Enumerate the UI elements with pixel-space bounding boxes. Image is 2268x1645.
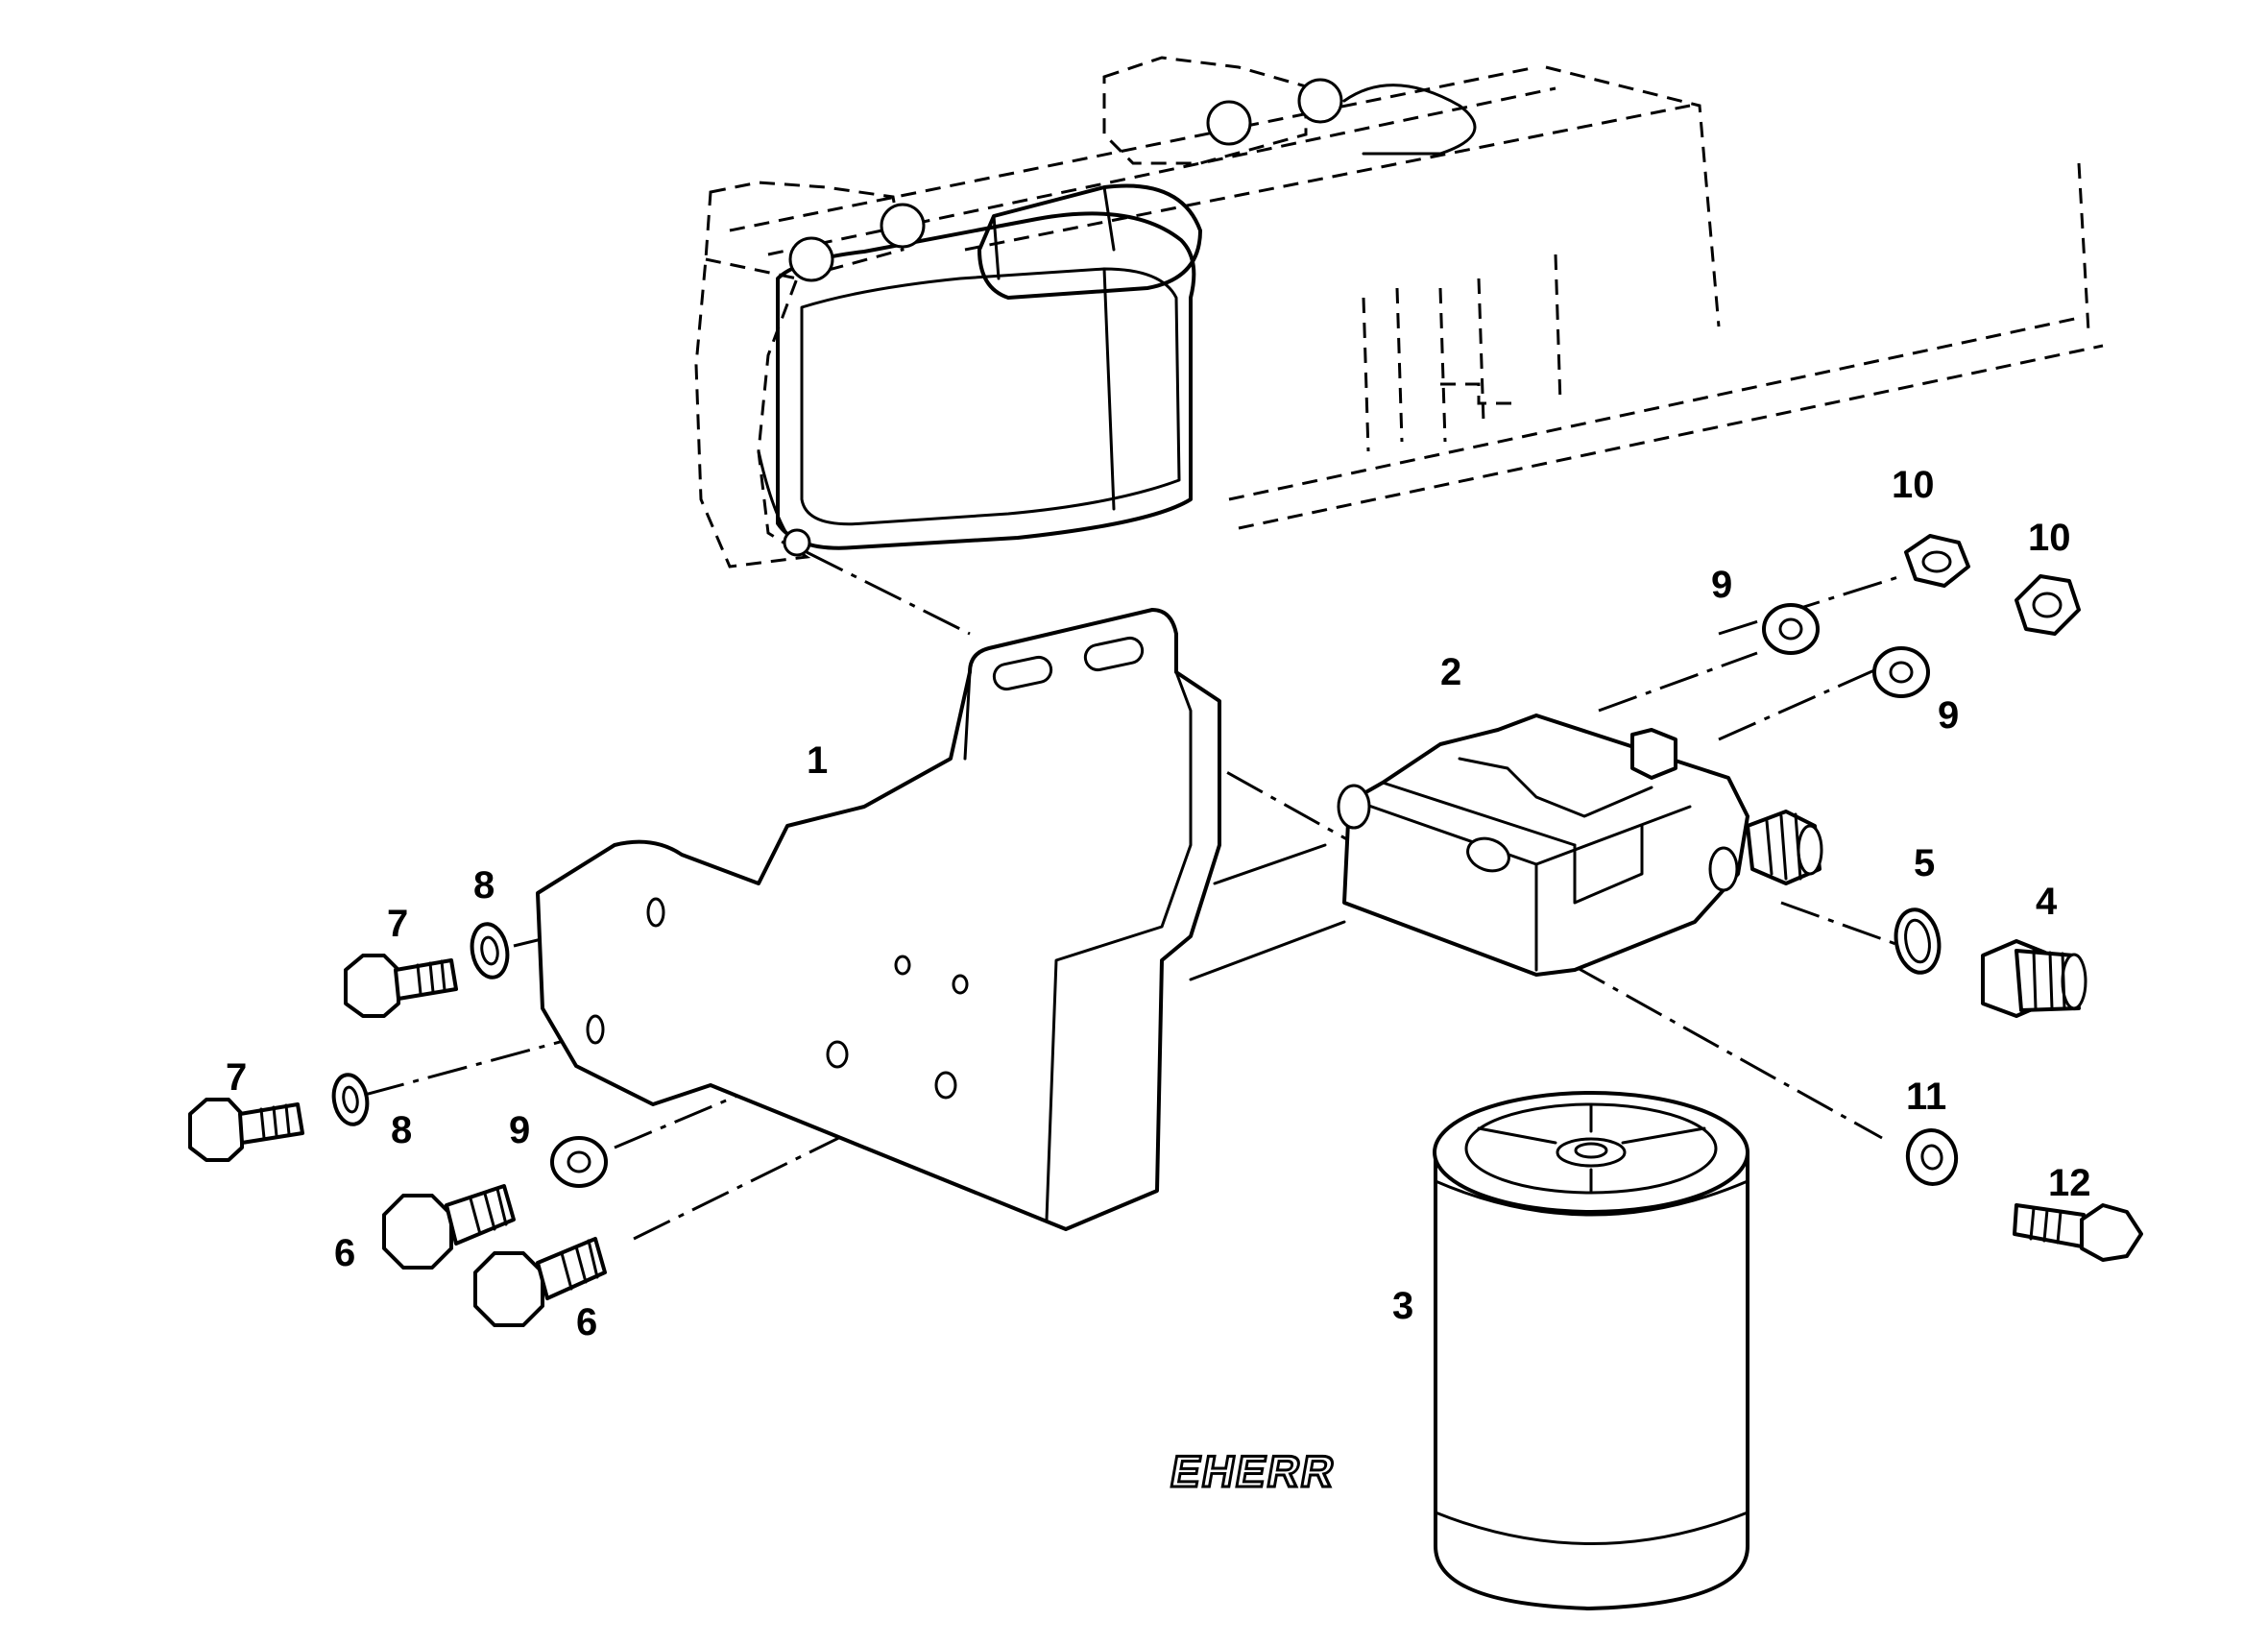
callout-9-lower: 9	[1938, 694, 1959, 737]
callout-8-lower: 8	[391, 1109, 412, 1151]
callout-6-right: 6	[576, 1301, 597, 1343]
washer-part-9-upper	[1762, 603, 1820, 655]
callout-12: 12	[2048, 1162, 2091, 1204]
fitting-part-4	[1981, 939, 2087, 1018]
washer-part-9-lower	[1872, 646, 1930, 698]
callout-5: 5	[1914, 842, 1935, 884]
callout-6-left: 6	[334, 1232, 355, 1274]
callout-9-upper: 9	[1711, 564, 1732, 606]
filter-cartridge: EHERR	[1166, 1091, 1749, 1610]
callout-9-left: 9	[509, 1109, 530, 1151]
seal-ring-part-5	[1894, 907, 1942, 975]
callout-11: 11	[1906, 1076, 1946, 1118]
callout-3: 3	[1392, 1285, 1413, 1327]
bolt-part-12	[2013, 1203, 2143, 1262]
washer-part-9-left	[550, 1136, 608, 1188]
callout-1: 1	[807, 739, 828, 782]
bolt-part-7-upper	[344, 954, 458, 1018]
bolt-part-6-upper	[382, 1184, 516, 1270]
callout-4: 4	[2036, 881, 2058, 923]
bolt-part-7-lower	[188, 1098, 304, 1162]
callout-10-right: 10	[2028, 517, 2071, 559]
hex-nut-part-10-right	[2015, 574, 2081, 636]
chassis-frame	[694, 56, 2104, 568]
bolt-part-6-lower	[473, 1237, 607, 1327]
mounting-bracket	[536, 608, 1221, 1231]
washer-part-8-upper	[470, 922, 510, 980]
filter-head	[1337, 714, 1823, 977]
callout-8-upper: 8	[473, 864, 495, 907]
washer-part-11	[1905, 1128, 1959, 1186]
hex-nut-part-10-left	[1904, 534, 1970, 588]
callout-labels: 1 2 3 4 5 6 6 7 7 8 8 9 9 9 10 10 11 12	[226, 464, 2091, 1343]
callout-7-lower: 7	[226, 1056, 247, 1099]
callout-10-left: 10	[1892, 464, 1935, 506]
callout-2: 2	[1440, 651, 1461, 693]
washer-part-8-lower	[331, 1073, 370, 1126]
filter-brand-label: EHERR	[1167, 1446, 1339, 1496]
callout-7-upper: 7	[387, 903, 408, 945]
